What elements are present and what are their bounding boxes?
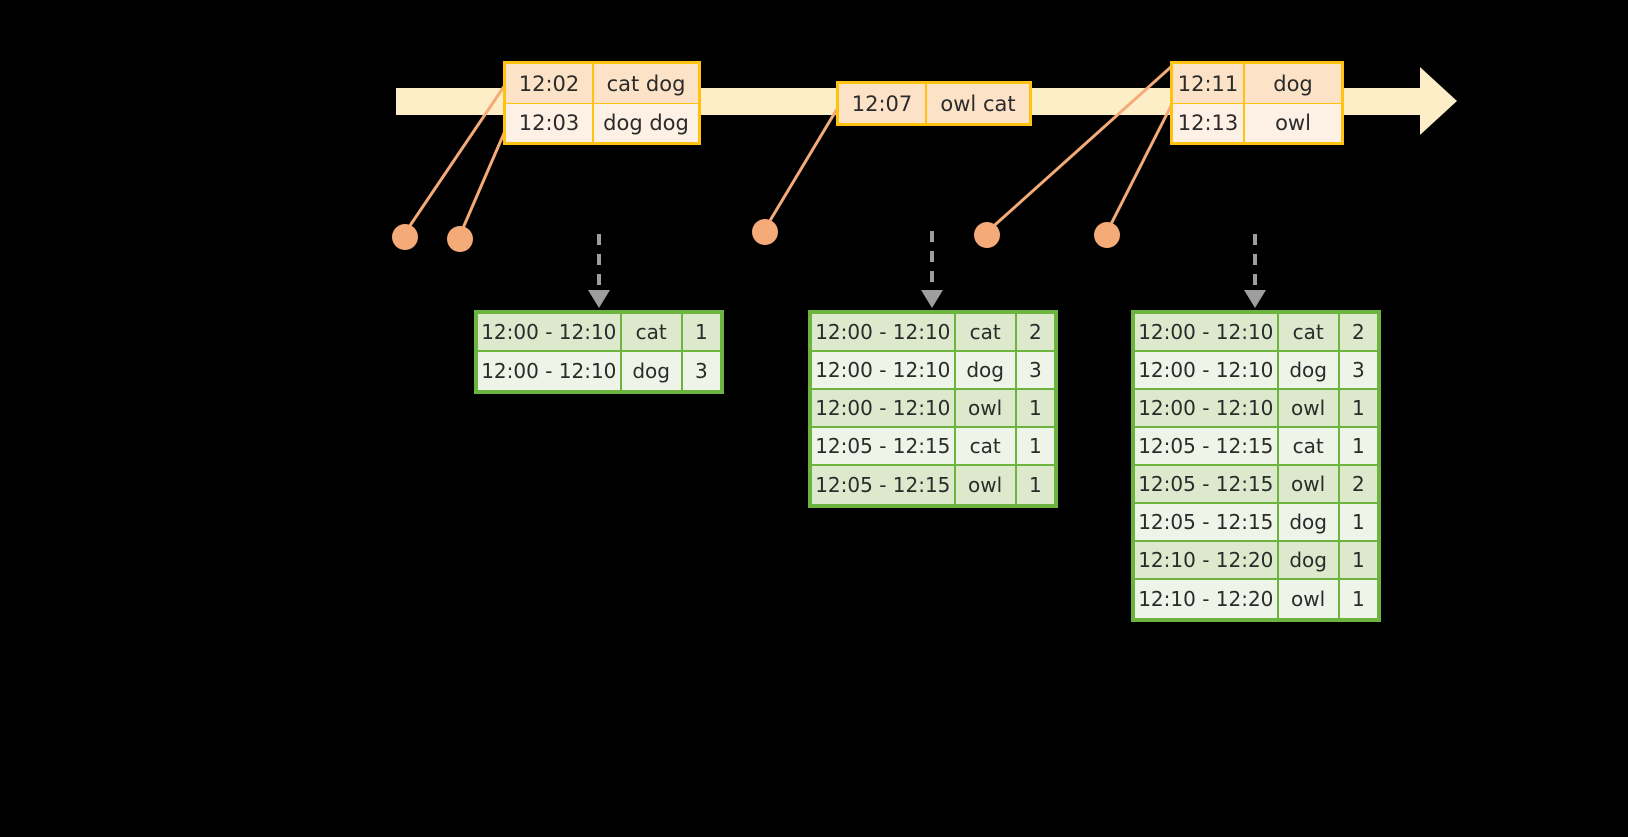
connector-dot-5 xyxy=(1094,222,1120,248)
result-count: 2 xyxy=(1028,320,1042,344)
result-count: 1 xyxy=(1351,434,1365,458)
result-count: 3 xyxy=(1028,358,1042,382)
event-group-2[interactable]: 12:07 owl cat xyxy=(836,81,1032,126)
result-key: dog xyxy=(1279,352,1340,388)
event-value: dog dog xyxy=(603,111,689,135)
result-key: owl xyxy=(1279,466,1340,502)
result-key: dog xyxy=(1279,504,1340,540)
result-key: cat xyxy=(956,314,1017,350)
result-count: 1 xyxy=(1028,396,1042,420)
result-key: dog xyxy=(622,352,683,390)
result-count: 2 xyxy=(1351,320,1365,344)
result-count: 2 xyxy=(1351,472,1365,496)
result-count: 1 xyxy=(694,320,708,344)
result-count: 3 xyxy=(694,359,708,383)
result-window: 12:00 - 12:10 xyxy=(812,314,956,350)
result-window: 12:00 - 12:10 xyxy=(478,314,622,350)
result-window: 12:10 - 12:20 xyxy=(1135,580,1279,618)
event-group-3[interactable]: 12:11 dog 12:13 owl xyxy=(1170,61,1344,145)
result-window: 12:05 - 12:15 xyxy=(812,428,956,464)
event-row: 12:02 cat dog xyxy=(506,64,698,103)
result-key: cat xyxy=(622,314,683,350)
result-window: 12:05 - 12:15 xyxy=(1135,428,1279,464)
result-window: 12:05 - 12:15 xyxy=(812,466,956,504)
arrowhead-icon xyxy=(1244,290,1266,308)
result-count: 1 xyxy=(1351,587,1365,611)
result-key: dog xyxy=(1279,542,1340,578)
event-value: owl xyxy=(1275,111,1311,135)
connector-line-5 xyxy=(1105,103,1174,233)
connector-line-3 xyxy=(763,103,842,230)
down-arrow-3 xyxy=(1244,234,1266,308)
result-window: 12:00 - 12:10 xyxy=(478,352,622,390)
event-time: 12:02 xyxy=(506,64,594,103)
event-row: 12:03 dog dog xyxy=(506,103,698,142)
result-window: 12:05 - 12:15 xyxy=(1135,504,1279,540)
arrowhead-icon xyxy=(921,290,943,308)
result-count: 1 xyxy=(1351,548,1365,572)
event-value: cat dog xyxy=(606,71,686,96)
event-row: 12:13 owl xyxy=(1173,103,1341,142)
result-count: 3 xyxy=(1351,358,1365,382)
event-value: owl cat xyxy=(940,91,1016,116)
connector-dot-3 xyxy=(752,219,778,245)
result-key: owl xyxy=(956,390,1017,426)
result-key: cat xyxy=(1279,314,1340,350)
result-count: 1 xyxy=(1351,510,1365,534)
connector-line-2 xyxy=(458,123,510,236)
result-key: owl xyxy=(1279,390,1340,426)
connector-dot-2 xyxy=(447,226,473,252)
event-value: dog xyxy=(1273,71,1313,96)
result-key: dog xyxy=(956,352,1017,388)
timeline-arrow-icon xyxy=(1420,67,1457,135)
event-time: 12:13 xyxy=(1173,104,1245,142)
result-key: cat xyxy=(956,428,1017,464)
result-key: owl xyxy=(956,466,1017,504)
result-count: 1 xyxy=(1028,434,1042,458)
down-arrow-1 xyxy=(588,234,610,308)
down-arrow-2 xyxy=(921,231,943,308)
result-window: 12:10 - 12:20 xyxy=(1135,542,1279,578)
result-count: 1 xyxy=(1028,473,1042,497)
event-row: 12:11 dog xyxy=(1173,64,1341,103)
result-window: 12:00 - 12:10 xyxy=(1135,314,1279,350)
result-key: owl xyxy=(1279,580,1340,618)
event-group-1[interactable]: 12:02 cat dog 12:03 dog dog xyxy=(503,61,701,145)
event-row: 12:07 owl cat xyxy=(839,84,1029,123)
result-count: 1 xyxy=(1351,396,1365,420)
result-key: cat xyxy=(1279,428,1340,464)
event-time: 12:11 xyxy=(1173,64,1245,103)
result-window: 12:00 - 12:10 xyxy=(1135,390,1279,426)
result-window: 12:00 - 12:10 xyxy=(812,352,956,388)
result-window: 12:00 - 12:10 xyxy=(812,390,956,426)
connector-dot-4 xyxy=(974,222,1000,248)
event-time: 12:07 xyxy=(839,84,927,123)
result-window: 12:05 - 12:15 xyxy=(1135,466,1279,502)
result-window: 12:00 - 12:10 xyxy=(1135,352,1279,388)
arrowhead-icon xyxy=(588,290,610,308)
connector-dot-1 xyxy=(392,224,418,250)
event-time: 12:03 xyxy=(506,104,594,142)
